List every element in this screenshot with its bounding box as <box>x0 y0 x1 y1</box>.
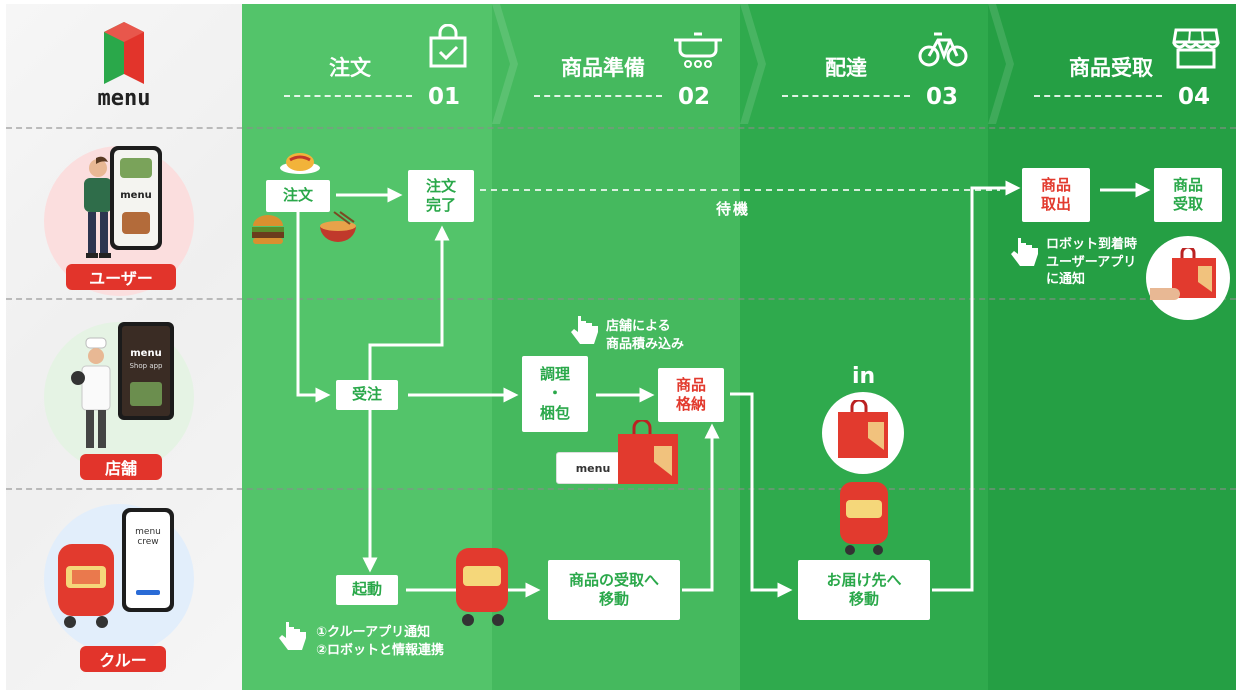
role-crew: クルー <box>80 646 166 672</box>
container-logo: menu <box>575 461 611 475</box>
delivery-robot-icon <box>58 544 114 628</box>
tablet-logo: menu <box>130 348 162 359</box>
step-num-03: 03 <box>926 84 959 110</box>
crew-logo: menu crew <box>135 527 161 547</box>
step-dash <box>284 95 412 97</box>
user-person-icon <box>84 156 112 258</box>
role-user: ユーザー <box>66 264 176 290</box>
node-move-dest: お届け先へ 移動 <box>798 560 930 620</box>
in-label: in <box>852 364 876 389</box>
step-title-04: 商品受取 <box>1069 56 1153 80</box>
delivery-robot-icon <box>456 548 508 626</box>
node-pickup-item: 商品 取出 <box>1022 168 1090 222</box>
step-column-04 <box>988 4 1236 690</box>
delivery-bag-icon <box>838 400 888 458</box>
note-robot-arrival: ロボット到着時 ユーザーアプリ に通知 <box>1046 237 1138 288</box>
crew-phone: menu crew <box>122 508 174 612</box>
row-separator <box>6 127 1236 129</box>
logo-text: menu <box>97 86 151 111</box>
step-dash <box>534 95 662 97</box>
chef-person-icon <box>71 337 111 448</box>
cooking-pot-icon <box>674 32 722 68</box>
node-order-done: 注文 完了 <box>408 170 474 222</box>
pointer-hand-icon <box>571 316 598 344</box>
step-num-02: 02 <box>678 84 711 110</box>
node-start: 起動 <box>336 575 398 605</box>
phone-logo: menu <box>120 190 152 201</box>
food-container: menu <box>556 452 630 484</box>
node-cook-pack: 調理 ・ 梱包 <box>522 356 588 432</box>
node-store-item: 商品 格納 <box>658 368 724 422</box>
menu-logo-icon <box>104 22 144 84</box>
node-order: 注文 <box>266 180 330 212</box>
step-title-03: 配達 <box>825 56 867 80</box>
step-dash <box>782 95 910 97</box>
ramen-food-icon <box>320 211 356 242</box>
note-crew-steps: ①クルーアプリ通知 ②ロボットと情報連携 <box>316 625 445 658</box>
delivery-robot-icon <box>840 482 888 555</box>
burger-food-icon <box>252 215 284 244</box>
node-accept: 受注 <box>336 380 398 410</box>
user-phone: menu <box>110 146 162 250</box>
step-num-04: 04 <box>1178 84 1211 110</box>
node-receive-item: 商品 受取 <box>1154 168 1222 222</box>
row-separator <box>6 488 1236 490</box>
note-store-loading: 店舗による 商品積み込み <box>606 319 685 352</box>
role-store: 店舗 <box>80 454 162 480</box>
store-tablet: menu Shop app <box>118 322 174 420</box>
pointer-hand-icon <box>1011 238 1038 266</box>
row-separator <box>6 298 1236 300</box>
hand-with-bag-icon <box>1150 248 1216 300</box>
step-dash <box>1034 95 1162 97</box>
shopping-bag-check-icon <box>429 24 467 68</box>
pointer-hand-icon <box>279 622 306 650</box>
bicycle-icon <box>918 32 968 67</box>
tablet-sub: Shop app <box>129 362 163 370</box>
header-chevrons <box>492 4 1014 124</box>
step-title-02: 商品準備 <box>561 56 645 80</box>
omurice-food-icon <box>280 153 320 174</box>
delivery-bag-icon <box>618 420 678 484</box>
node-move-pickup: 商品の受取へ 移動 <box>548 560 680 620</box>
step-num-01: 01 <box>428 84 461 110</box>
storefront-icon <box>1172 28 1220 69</box>
node-wait: 待機 <box>716 200 751 218</box>
step-title-01: 注文 <box>329 56 371 80</box>
